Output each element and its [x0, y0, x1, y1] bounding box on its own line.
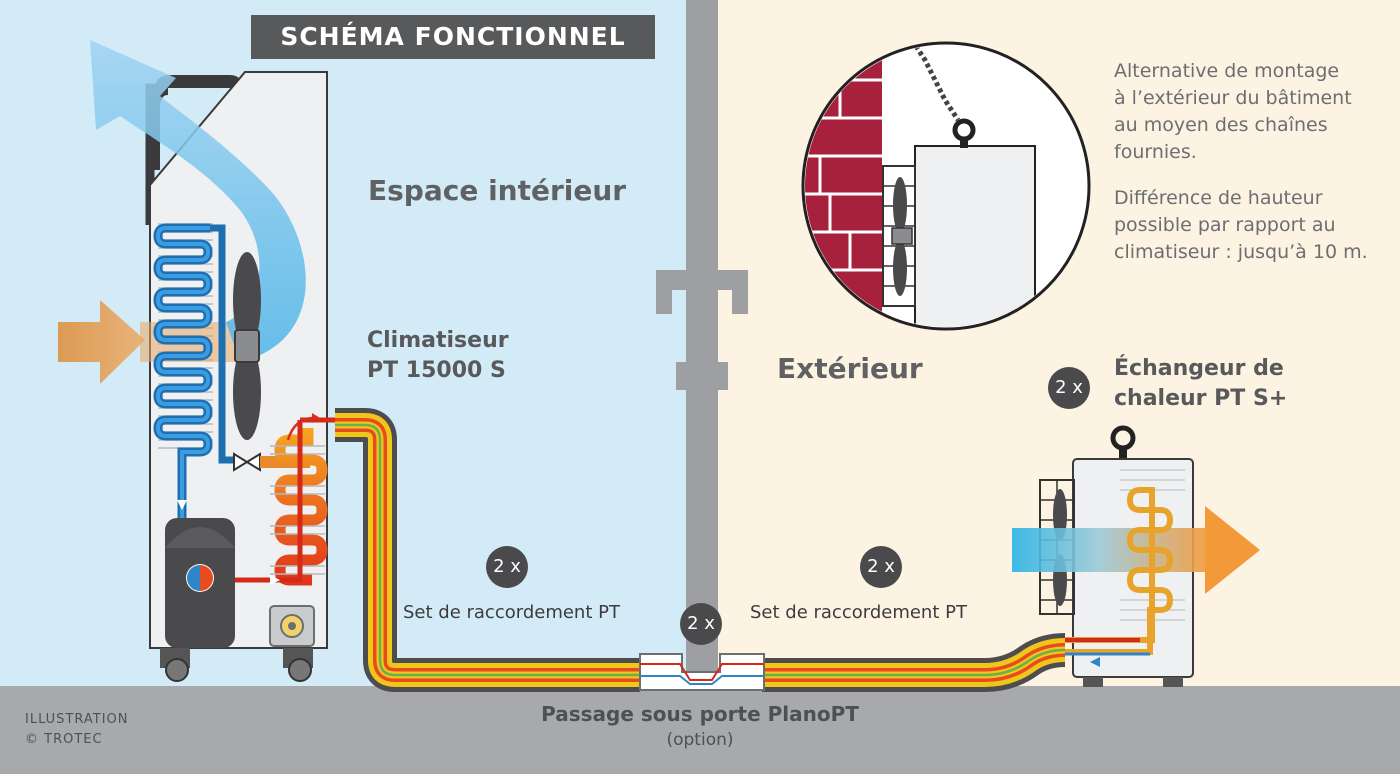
air-inlet-arrow [58, 300, 145, 384]
air-outlet-arrow [90, 40, 306, 362]
passage-label: Passage sous porte PlanoPT [541, 702, 859, 726]
hauteur-note-line2: possible par rapport au [1114, 214, 1336, 236]
flow-arrow-down [177, 500, 187, 510]
floor [0, 686, 1400, 774]
montage-note-line3: au moyen des chaînes [1114, 114, 1328, 136]
exchanger-outlet-arrow [1205, 506, 1260, 594]
hauteur-note-line1: Différence de hauteur [1114, 187, 1323, 209]
condenser-coil [274, 428, 328, 586]
hauteur-note: Différence de hauteur possible par rappo… [1114, 185, 1368, 266]
zone-interior-label: Espace intérieur [368, 174, 627, 207]
set-left-quantity-badge: 2 x [486, 546, 528, 588]
climatiseur-label-line1: Climatiseur [367, 328, 509, 353]
set-right-label: Set de raccordement PT [750, 602, 967, 623]
montage-note-line4: fournies. [1114, 141, 1197, 163]
climatiseur-label-line2: PT 15000 S [367, 358, 506, 383]
passage-quantity-badge: 2 x [680, 603, 722, 645]
wall [656, 0, 748, 672]
illustration-credit: ILLUSTRATION © TROTEC [25, 710, 129, 750]
echangeur-label: Échangeur de chaleur PT S+ [1114, 354, 1287, 414]
passage-option-label: (option) [666, 730, 734, 750]
indoor-fan [233, 252, 261, 440]
montage-note-line1: Alternative de montage [1114, 60, 1340, 82]
echangeur-label-line1: Échangeur de [1114, 356, 1284, 381]
montage-note-line2: à l’extérieur du bâtiment [1114, 87, 1352, 109]
compressor [165, 518, 235, 648]
hose-left [335, 408, 640, 692]
climatiseur-label: Climatiseur PT 15000 S [367, 326, 509, 386]
circulation-pump [269, 605, 315, 647]
montage-note: Alternative de montage à l’extérieur du … [1114, 58, 1352, 166]
set-left-label: Set de raccordement PT [403, 602, 620, 623]
set-right-quantity-badge: 2 x [860, 546, 902, 588]
zone-exterior-label: Extérieur [777, 352, 923, 385]
exchanger-coil [1065, 487, 1174, 655]
credit-line2: © TROTEC [25, 732, 103, 747]
mounting-inset [801, 41, 1091, 331]
hauteur-note-line3: climatiseur : jusqu’à 10 m. [1114, 241, 1368, 263]
diagram-title: SCHÉMA FONCTIONNEL [251, 15, 655, 59]
credit-line1: ILLUSTRATION [25, 712, 129, 727]
exchanger-airflow [1012, 528, 1207, 572]
hose-right [762, 633, 1066, 692]
planopt-passage [639, 653, 765, 691]
echangeur-quantity-badge: 2 x [1048, 367, 1090, 409]
echangeur-label-line2: chaleur PT S+ [1114, 386, 1288, 411]
